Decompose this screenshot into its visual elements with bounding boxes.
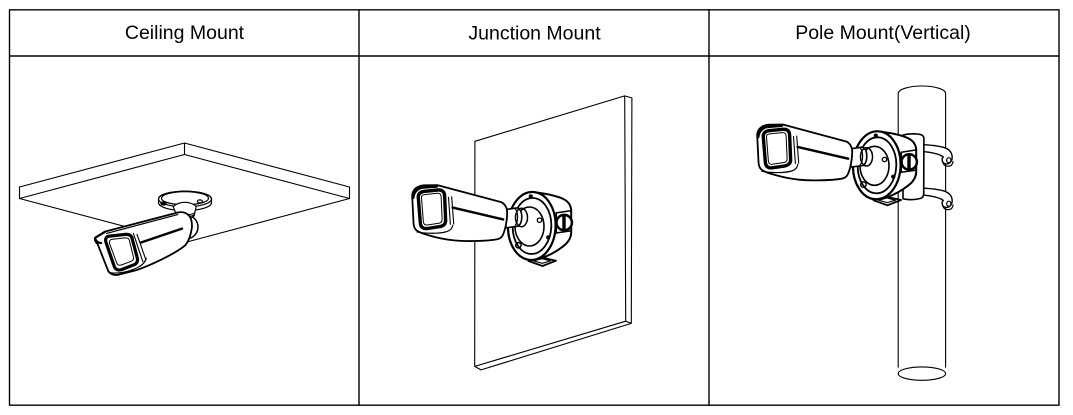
svg-text:Ceiling Mount: Ceiling Mount <box>125 22 245 44</box>
svg-text:Junction Mount: Junction Mount <box>468 22 601 44</box>
svg-text:Pole Mount(Vertical): Pole Mount(Vertical) <box>795 22 971 44</box>
